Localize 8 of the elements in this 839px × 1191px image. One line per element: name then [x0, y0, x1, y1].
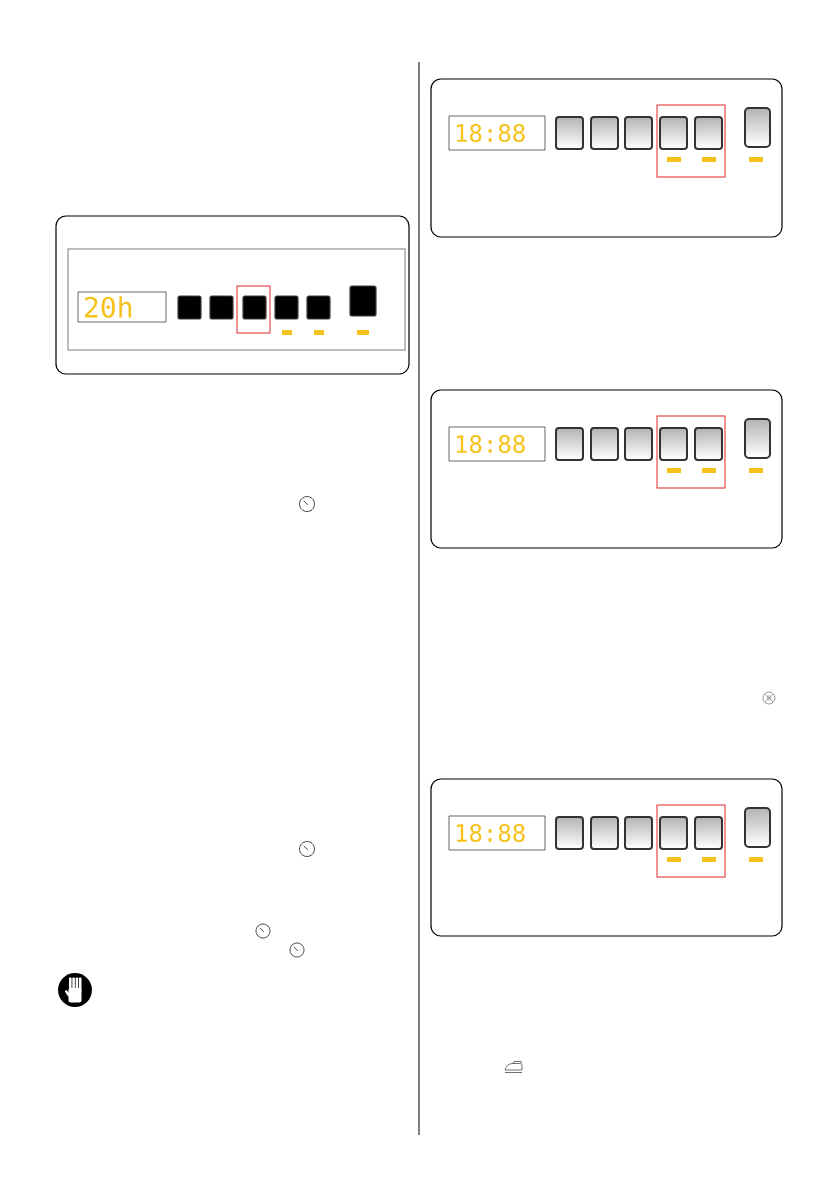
display-screen: 20h [77, 291, 167, 323]
display-screen: 18:88 [448, 115, 546, 151]
control-panel [430, 778, 783, 937]
display-screen: 18:88 [448, 426, 546, 462]
control-panel [55, 215, 410, 375]
control-panel [430, 78, 783, 238]
control-panel [430, 389, 783, 549]
display-screen: 18:88 [448, 815, 546, 851]
